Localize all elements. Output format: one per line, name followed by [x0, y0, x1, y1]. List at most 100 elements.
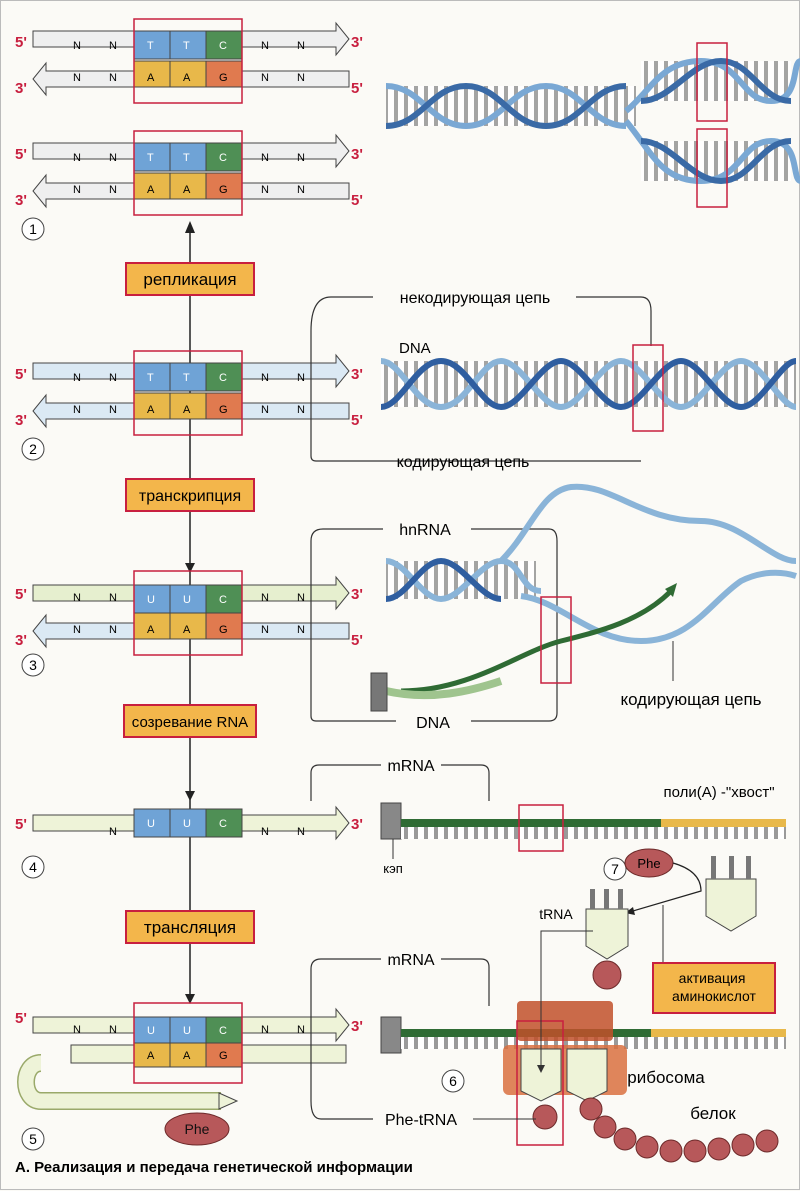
base-n: N	[73, 72, 81, 84]
three-prime-label: 3'	[351, 816, 363, 833]
base-letter: A	[183, 184, 191, 196]
base-letter: A	[183, 624, 191, 636]
trna-free	[705, 856, 757, 932]
five-prime-label: 5'	[351, 192, 363, 209]
base-letter: U	[183, 818, 191, 830]
base-n: N	[261, 404, 269, 416]
step-number-5: 5	[29, 1131, 37, 1147]
base-n: N	[73, 592, 81, 604]
arrow-down-icon	[185, 791, 195, 801]
bracket-line	[310, 1100, 373, 1120]
noncoding-strand-label: некодирующая цепь	[400, 290, 551, 307]
process-label: созревание RNA	[132, 714, 248, 731]
base-n: N	[73, 184, 81, 196]
base-n: N	[297, 592, 305, 604]
base-letter: T	[183, 40, 190, 52]
base-letter: C	[219, 40, 227, 52]
activation-label: активация аминокислот	[672, 970, 756, 1004]
base-n: N	[297, 184, 305, 196]
process-transcription: транскрипция	[125, 478, 255, 512]
dna-label: DNA	[399, 340, 431, 357]
process-label: репликация	[143, 270, 236, 289]
five-prime-label: 5'	[15, 366, 27, 383]
mrna-molecule	[380, 802, 786, 852]
cap-block	[370, 672, 388, 712]
base-letter: T	[183, 372, 190, 384]
arrow-down-icon	[185, 563, 195, 573]
bracket-line	[441, 764, 490, 801]
coding-strand-label-2: кодирующая цепь	[620, 690, 761, 709]
step-number-1: 1	[29, 221, 37, 237]
cap-label: кэп	[383, 861, 403, 876]
base-n: N	[73, 1024, 81, 1036]
base-letter: T	[183, 152, 190, 164]
arrow-up-icon	[185, 221, 195, 233]
five-prime-label: 5'	[15, 816, 27, 833]
figure-caption: А. Реализация и передача генетической ин…	[15, 1159, 413, 1176]
dna-strand-row: 5' 3' 3' 5' N N N N N N N N T T C A A G	[15, 130, 363, 216]
five-prime-label: 5'	[15, 1010, 27, 1027]
base-n: N	[109, 372, 117, 384]
coding-strand-label: кодирующая цепь	[397, 454, 530, 471]
base-n: N	[297, 152, 305, 164]
base-n: N	[261, 826, 269, 838]
process-rna-maturation: созревание RNA	[123, 704, 257, 738]
three-prime-label: 3'	[351, 1018, 363, 1035]
base-letter: A	[147, 404, 155, 416]
mrna-label: mRNA	[387, 758, 434, 775]
base-n: N	[261, 1024, 269, 1036]
activation-arrow	[632, 862, 702, 912]
base-letter: T	[147, 40, 154, 52]
base-n: N	[297, 1024, 305, 1036]
base-n: N	[297, 404, 305, 416]
base-letter: A	[183, 72, 191, 84]
three-prime-label: 3'	[351, 146, 363, 163]
step-number-3: 3	[29, 657, 37, 673]
base-letter: G	[219, 624, 228, 636]
bracket-line	[310, 296, 373, 332]
base-n: N	[261, 40, 269, 52]
base-n: N	[109, 72, 117, 84]
base-letter: A	[147, 624, 155, 636]
phe-trna-label: Phe-tRNA	[385, 1112, 457, 1129]
base-letter: A	[183, 404, 191, 416]
mrna-strand-row: 5' 3' N N N U U C	[15, 805, 363, 841]
base-letter: T	[147, 152, 154, 164]
base-n: N	[73, 152, 81, 164]
base-letter: A	[147, 72, 155, 84]
base-n: N	[109, 592, 117, 604]
base-n: N	[109, 826, 117, 838]
bracket-line	[471, 528, 558, 722]
base-letter: C	[219, 594, 227, 606]
base-n: N	[261, 624, 269, 636]
base-n: N	[109, 404, 117, 416]
base-n: N	[73, 40, 81, 52]
step-number-4: 4	[29, 859, 37, 875]
protein-label: белок	[690, 1104, 736, 1123]
base-letter: C	[219, 1025, 227, 1037]
base-letter: U	[147, 1025, 155, 1037]
arrow-icon	[537, 1065, 545, 1073]
base-letter: A	[147, 184, 155, 196]
mrna-label-2: mRNA	[387, 952, 434, 969]
base-n: N	[109, 184, 117, 196]
bracket-line	[310, 541, 396, 722]
bracket-line	[441, 958, 490, 1006]
base-n: N	[109, 40, 117, 52]
arrow-down-icon	[185, 994, 195, 1004]
base-n: N	[73, 372, 81, 384]
step-number-7: 7	[611, 861, 619, 877]
arrow-icon	[665, 583, 677, 597]
step-number-6: 6	[449, 1073, 457, 1089]
step-number-2: 2	[29, 441, 37, 457]
five-prime-label: 5'	[351, 80, 363, 97]
bracket-line	[310, 528, 383, 542]
polya-label: поли(А) -"хвост"	[663, 784, 774, 801]
base-letter: U	[183, 1025, 191, 1037]
activation-box	[652, 962, 776, 1014]
base-letter: U	[147, 594, 155, 606]
base-n: N	[261, 72, 269, 84]
base-letter: C	[219, 152, 227, 164]
base-n: N	[73, 404, 81, 416]
